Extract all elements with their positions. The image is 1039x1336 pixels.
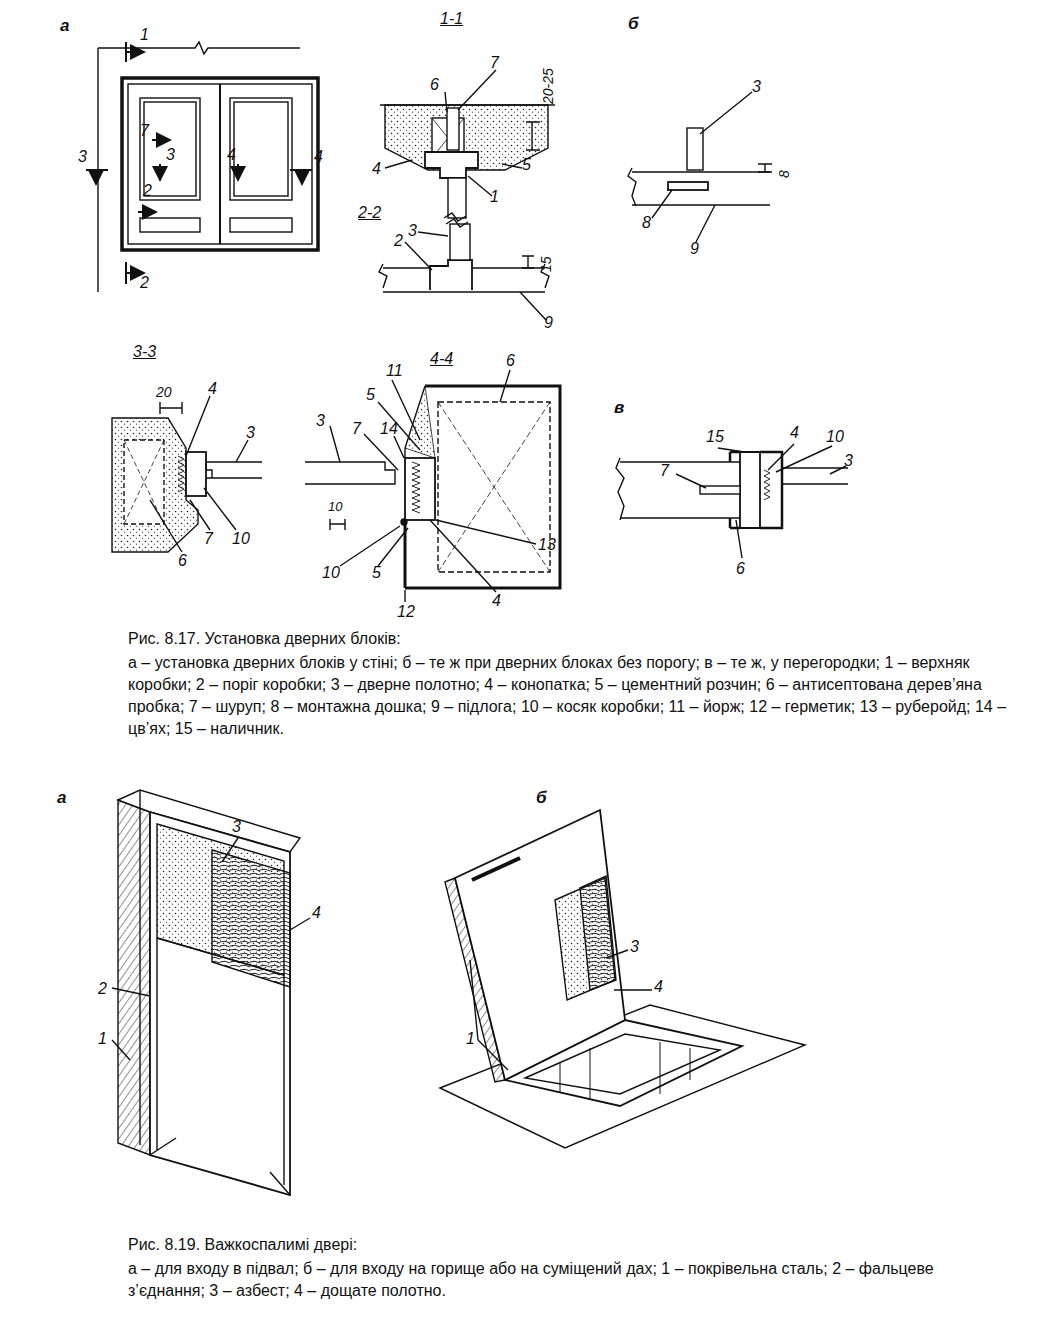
callout-number: 6: [430, 76, 439, 94]
callout-number: 10: [328, 500, 342, 515]
callout-number: 5: [366, 386, 375, 404]
callout-number: 15: [706, 428, 724, 446]
callout-number: 4: [492, 592, 501, 610]
subfigure-letter: б: [628, 14, 639, 34]
callout-number: 2: [140, 274, 149, 292]
callout-number: 3: [408, 222, 417, 240]
callout-number: 9: [690, 240, 699, 258]
callout-number: 7: [490, 54, 499, 72]
callout-number: 7: [204, 530, 213, 548]
section-mark: 2-2: [358, 204, 381, 222]
callout-number: 20: [156, 384, 172, 400]
subfigure-letter: а: [60, 16, 69, 36]
callout-number: 5: [522, 156, 531, 174]
subfigure-letter: а: [57, 788, 66, 808]
callout-number: 14: [380, 420, 398, 438]
callout-number: 3: [166, 146, 175, 164]
callout-number: 4: [312, 904, 321, 922]
callout-number: 1: [490, 188, 499, 206]
figure-caption: Рис. 8.17. Установка дверних блоків:: [128, 628, 1013, 650]
callout-number: 10: [232, 530, 250, 548]
callout-number: 11: [386, 362, 403, 380]
callout-number: 1: [140, 26, 149, 44]
callout-number: 1: [466, 1030, 475, 1048]
caption-text: Рис. 8.19. Важкоспалимі двері:: [128, 1234, 1013, 1256]
callout-number: 2: [394, 232, 403, 250]
dimension-text: 15: [538, 256, 554, 272]
callout-number: 12: [397, 603, 415, 621]
subfigure-letter: в: [614, 398, 624, 418]
dimension-text: 8: [776, 170, 792, 178]
section-mark: 4-4: [430, 350, 453, 368]
callout-number: 7: [660, 462, 669, 480]
callout-number: 13: [538, 536, 556, 554]
callout-number: 4: [208, 380, 217, 398]
callout-number: 2: [98, 980, 107, 998]
caption-text: а – установка дверних блоків у стіні; б …: [128, 652, 1013, 740]
callout-number: 5: [372, 564, 381, 582]
callout-number: 3: [78, 148, 87, 166]
callout-number: 3: [232, 818, 241, 836]
callout-number: 8: [642, 214, 651, 232]
caption-text: а – для входу в підвал; б – для входу на…: [128, 1258, 1013, 1302]
callout-number: 6: [736, 560, 745, 578]
callout-number: 4: [372, 160, 381, 178]
section-mark: 3-3: [133, 343, 156, 361]
callout-number: 3: [316, 412, 325, 430]
callout-number: 2: [143, 182, 152, 200]
callout-number: 10: [322, 564, 340, 582]
callout-number: 1: [98, 1030, 107, 1048]
callout-number: 3: [752, 78, 761, 96]
callout-number: 10: [826, 428, 844, 446]
callout-number: 4: [314, 148, 323, 166]
dimension-text: 20-25: [540, 68, 556, 104]
callout-number: 3: [844, 452, 853, 470]
section-mark: 1-1: [440, 10, 463, 28]
callout-number: 9: [544, 314, 553, 332]
callout-number: 3: [246, 424, 255, 442]
callout-number: 6: [506, 352, 515, 370]
callout-number: 4: [227, 146, 236, 164]
callout-number: 6: [178, 552, 187, 570]
callout-number: 7: [140, 122, 149, 140]
callout-number: 4: [790, 424, 799, 442]
subfigure-letter: б: [536, 788, 547, 808]
callout-number: 4: [654, 978, 663, 996]
callout-number: 7: [352, 420, 361, 438]
callout-number: 3: [630, 938, 639, 956]
